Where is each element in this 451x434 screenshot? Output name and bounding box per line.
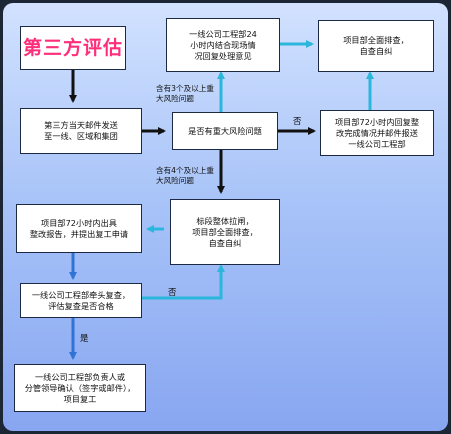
title-node: 第三方评估 — [20, 26, 126, 70]
resume-node: 一线公司工程部负责人或 分管领导确认（签字或邮件）， 项目复工 — [14, 364, 146, 412]
label-yes: 是 — [80, 334, 89, 344]
recheck-node: 一线公司工程部牵头复查， 评估复查是否合格 — [20, 283, 142, 318]
label-recheck-no: 否 — [168, 288, 177, 298]
no-branch-node: 项目部72小时内回复整 改完成情况并邮件报送 一线公司工程部 — [320, 110, 434, 156]
edge-recheck-no-to-stop — [142, 264, 225, 300]
label-no: 否 — [293, 117, 302, 127]
report-node: 项目部72小时内出具 整改报告，并提出复工申请 — [16, 204, 142, 253]
mail-node: 第三方当天邮件发送 至一线、区域和集团 — [20, 108, 142, 154]
full-check-top-node: 项目部全面排查， 自查自纠 — [318, 20, 434, 72]
question-node: 是否有重大风险问题 — [172, 112, 278, 150]
pull-node: 一线公司工程部24 小时内结合现场情 况回复处理意见 — [166, 18, 280, 72]
label-four-or-more: 含有4个及以上重 大风险问题 — [156, 166, 214, 185]
label-three-or-more: 含有3个及以上重 大风险问题 — [156, 84, 214, 103]
stop-node: 标段整体拉闸， 项目部全面排查， 自查自纠 — [170, 199, 280, 265]
